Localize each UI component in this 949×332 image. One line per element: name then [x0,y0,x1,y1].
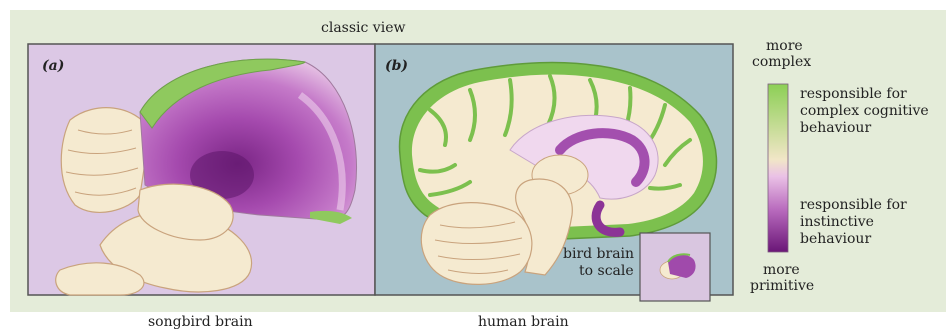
panel-b-caption: human brain [478,314,569,331]
legend-upper-line1: responsible for [800,86,907,103]
legend-bottom-line2: primitive [750,278,814,295]
legend-lower-line3: behaviour [800,231,871,248]
legend-upper-line2: complex cognitive [800,103,929,120]
inset-label-line2: to scale [579,263,634,280]
inset-label-line1: bird brain [563,246,634,263]
panel-b-letter: (b) [385,58,408,75]
human-cerebellum [421,203,532,285]
panel-a-letter: (a) [42,58,64,75]
header-title: classic view [321,20,405,37]
bird-brain-inset [640,233,710,301]
panel-songbird [28,44,375,295]
legend-upper-line3: behaviour [800,120,871,137]
panel-a-caption: songbird brain [148,314,253,331]
legend-lower-line1: responsible for [800,197,907,214]
legend-bottom-line1: more [763,262,800,279]
legend-top-line2: complex [752,54,811,71]
legend-top-line1: more [766,38,803,55]
legend-gradient-bar [768,84,788,252]
legend-lower-line2: instinctive [800,214,874,231]
songbird-cerebellum [61,108,150,213]
panel-human [375,44,733,301]
